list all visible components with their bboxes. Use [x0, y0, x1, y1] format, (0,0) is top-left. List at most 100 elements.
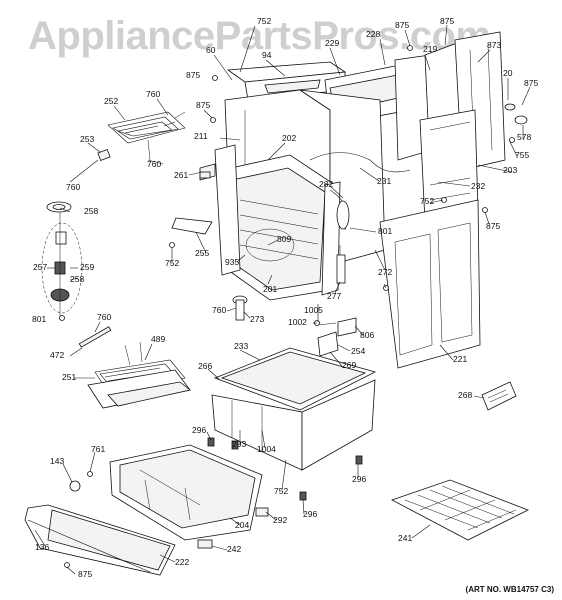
- part-number-label: 136: [35, 542, 49, 552]
- part-number-label: 809: [277, 234, 291, 244]
- part-number-label: 261: [174, 170, 188, 180]
- part-number-label: 472: [50, 350, 64, 360]
- part-number-label: 292: [273, 515, 287, 525]
- part-number-label: 254: [351, 346, 365, 356]
- part-number-label: 228: [366, 29, 380, 39]
- side-panel-left: [379, 199, 481, 369]
- oven-bottom-panel: [213, 347, 377, 411]
- part-number-label: 231: [377, 176, 391, 186]
- part-number-label: 875: [524, 78, 538, 88]
- oven-cavity: [221, 154, 336, 301]
- drawer-glides: [197, 507, 269, 549]
- part-number-label: 296: [303, 509, 317, 519]
- part-number-label: 221: [453, 354, 467, 364]
- part-number-label: 1005: [304, 305, 323, 315]
- part-number-label: 257: [33, 262, 47, 272]
- part-number-label: 873: [487, 40, 501, 50]
- part-number-label: 1002: [288, 317, 307, 327]
- part-number-label: 269: [342, 360, 356, 370]
- part-number-label: 211: [194, 131, 208, 141]
- part-number-label: 578: [517, 132, 531, 142]
- broil-pan-holder: [171, 217, 213, 235]
- part-number-label: 273: [250, 314, 264, 324]
- part-number-label: 277: [327, 291, 341, 301]
- part-number-label: 202: [282, 133, 296, 143]
- part-number-label: 801: [378, 226, 392, 236]
- part-number-label: 801: [32, 314, 46, 324]
- part-number-label: 60: [206, 45, 216, 55]
- part-number-label: 255: [195, 248, 209, 258]
- door-trim-frame: [214, 144, 341, 296]
- part-number-label: 252: [104, 96, 118, 106]
- part-number-label: 94: [262, 50, 272, 60]
- screws-clips: [59, 45, 528, 568]
- storage-drawer: [109, 444, 263, 541]
- surface-element-coil: [107, 111, 186, 161]
- part-number-label: 219: [423, 44, 437, 54]
- part-number-label: 272: [378, 267, 392, 277]
- part-number-label: 20: [503, 68, 513, 78]
- part-number-label: 233: [234, 341, 248, 351]
- part-number-label: 875: [196, 100, 210, 110]
- part-number-label: 258: [70, 274, 84, 284]
- part-number-label: 761: [91, 444, 105, 454]
- part-number-label: 268: [458, 390, 472, 400]
- part-number-label: 251: [62, 372, 76, 382]
- element-shield: [87, 369, 191, 409]
- switch-assembly: [41, 201, 83, 320]
- part-number-label: 296: [352, 474, 366, 484]
- leveling-legs: [207, 437, 363, 501]
- bake-element-wiring: [309, 152, 411, 284]
- part-number-label: 1004: [257, 444, 276, 454]
- drawer-front-panel: [24, 504, 176, 576]
- part-number-label: 935: [225, 257, 239, 267]
- drawer-knob: [69, 480, 81, 492]
- part-number-label: 229: [325, 38, 339, 48]
- part-number-label: 875: [486, 221, 500, 231]
- part-number-label: 282: [319, 179, 333, 189]
- part-number-label: 204: [235, 520, 249, 530]
- part-number-label: 760: [97, 312, 111, 322]
- part-number-label: 266: [198, 361, 212, 371]
- part-number-label: 755: [515, 150, 529, 160]
- top-rear-frame: [226, 61, 347, 119]
- terminal-block: [97, 149, 111, 161]
- part-number-label: 760: [147, 159, 161, 169]
- part-number-label: 489: [151, 334, 165, 344]
- part-number-label: 258: [84, 206, 98, 216]
- part-number-label: 201: [263, 284, 277, 294]
- part-number-label: 760: [146, 89, 160, 99]
- part-number-label: 875: [395, 20, 409, 30]
- part-number-label: 259: [80, 262, 94, 272]
- part-number-label: 143: [50, 456, 64, 466]
- part-number-label: 806: [360, 330, 374, 340]
- sensor-bracket: [232, 295, 248, 321]
- part-number-label: 752: [257, 16, 271, 26]
- art-number: (ART NO. WB14757 C3): [465, 585, 554, 594]
- part-number-label: 203: [503, 165, 517, 175]
- drawer-support-frame: [211, 379, 376, 471]
- heat-rod: [78, 326, 112, 348]
- part-number-label: 242: [227, 544, 241, 554]
- part-number-label: 752: [274, 486, 288, 496]
- part-number-label: 760: [212, 305, 226, 315]
- part-number-label: 875: [440, 16, 454, 26]
- callout-labels: 752 60 94 875 875 875 229 228 219 873 20 875 252 760 2…: [32, 16, 538, 579]
- terminal-connectors: [317, 317, 357, 357]
- part-number-label: 875: [186, 70, 200, 80]
- part-number-label: 760: [66, 182, 80, 192]
- part-number-label: 222: [175, 557, 189, 567]
- part-number-label: 232: [471, 181, 485, 191]
- oven-rack: [390, 479, 529, 541]
- part-number-label: 752: [165, 258, 179, 268]
- part-number-label: 293: [232, 439, 246, 449]
- part-number-label: 241: [398, 533, 412, 543]
- leader-lines: [34, 24, 531, 575]
- control-board: [481, 381, 517, 411]
- part-number-label: 253: [80, 134, 94, 144]
- part-number-label: 296: [192, 425, 206, 435]
- part-number-label: 875: [78, 569, 92, 579]
- part-number-label: 752: [420, 196, 434, 206]
